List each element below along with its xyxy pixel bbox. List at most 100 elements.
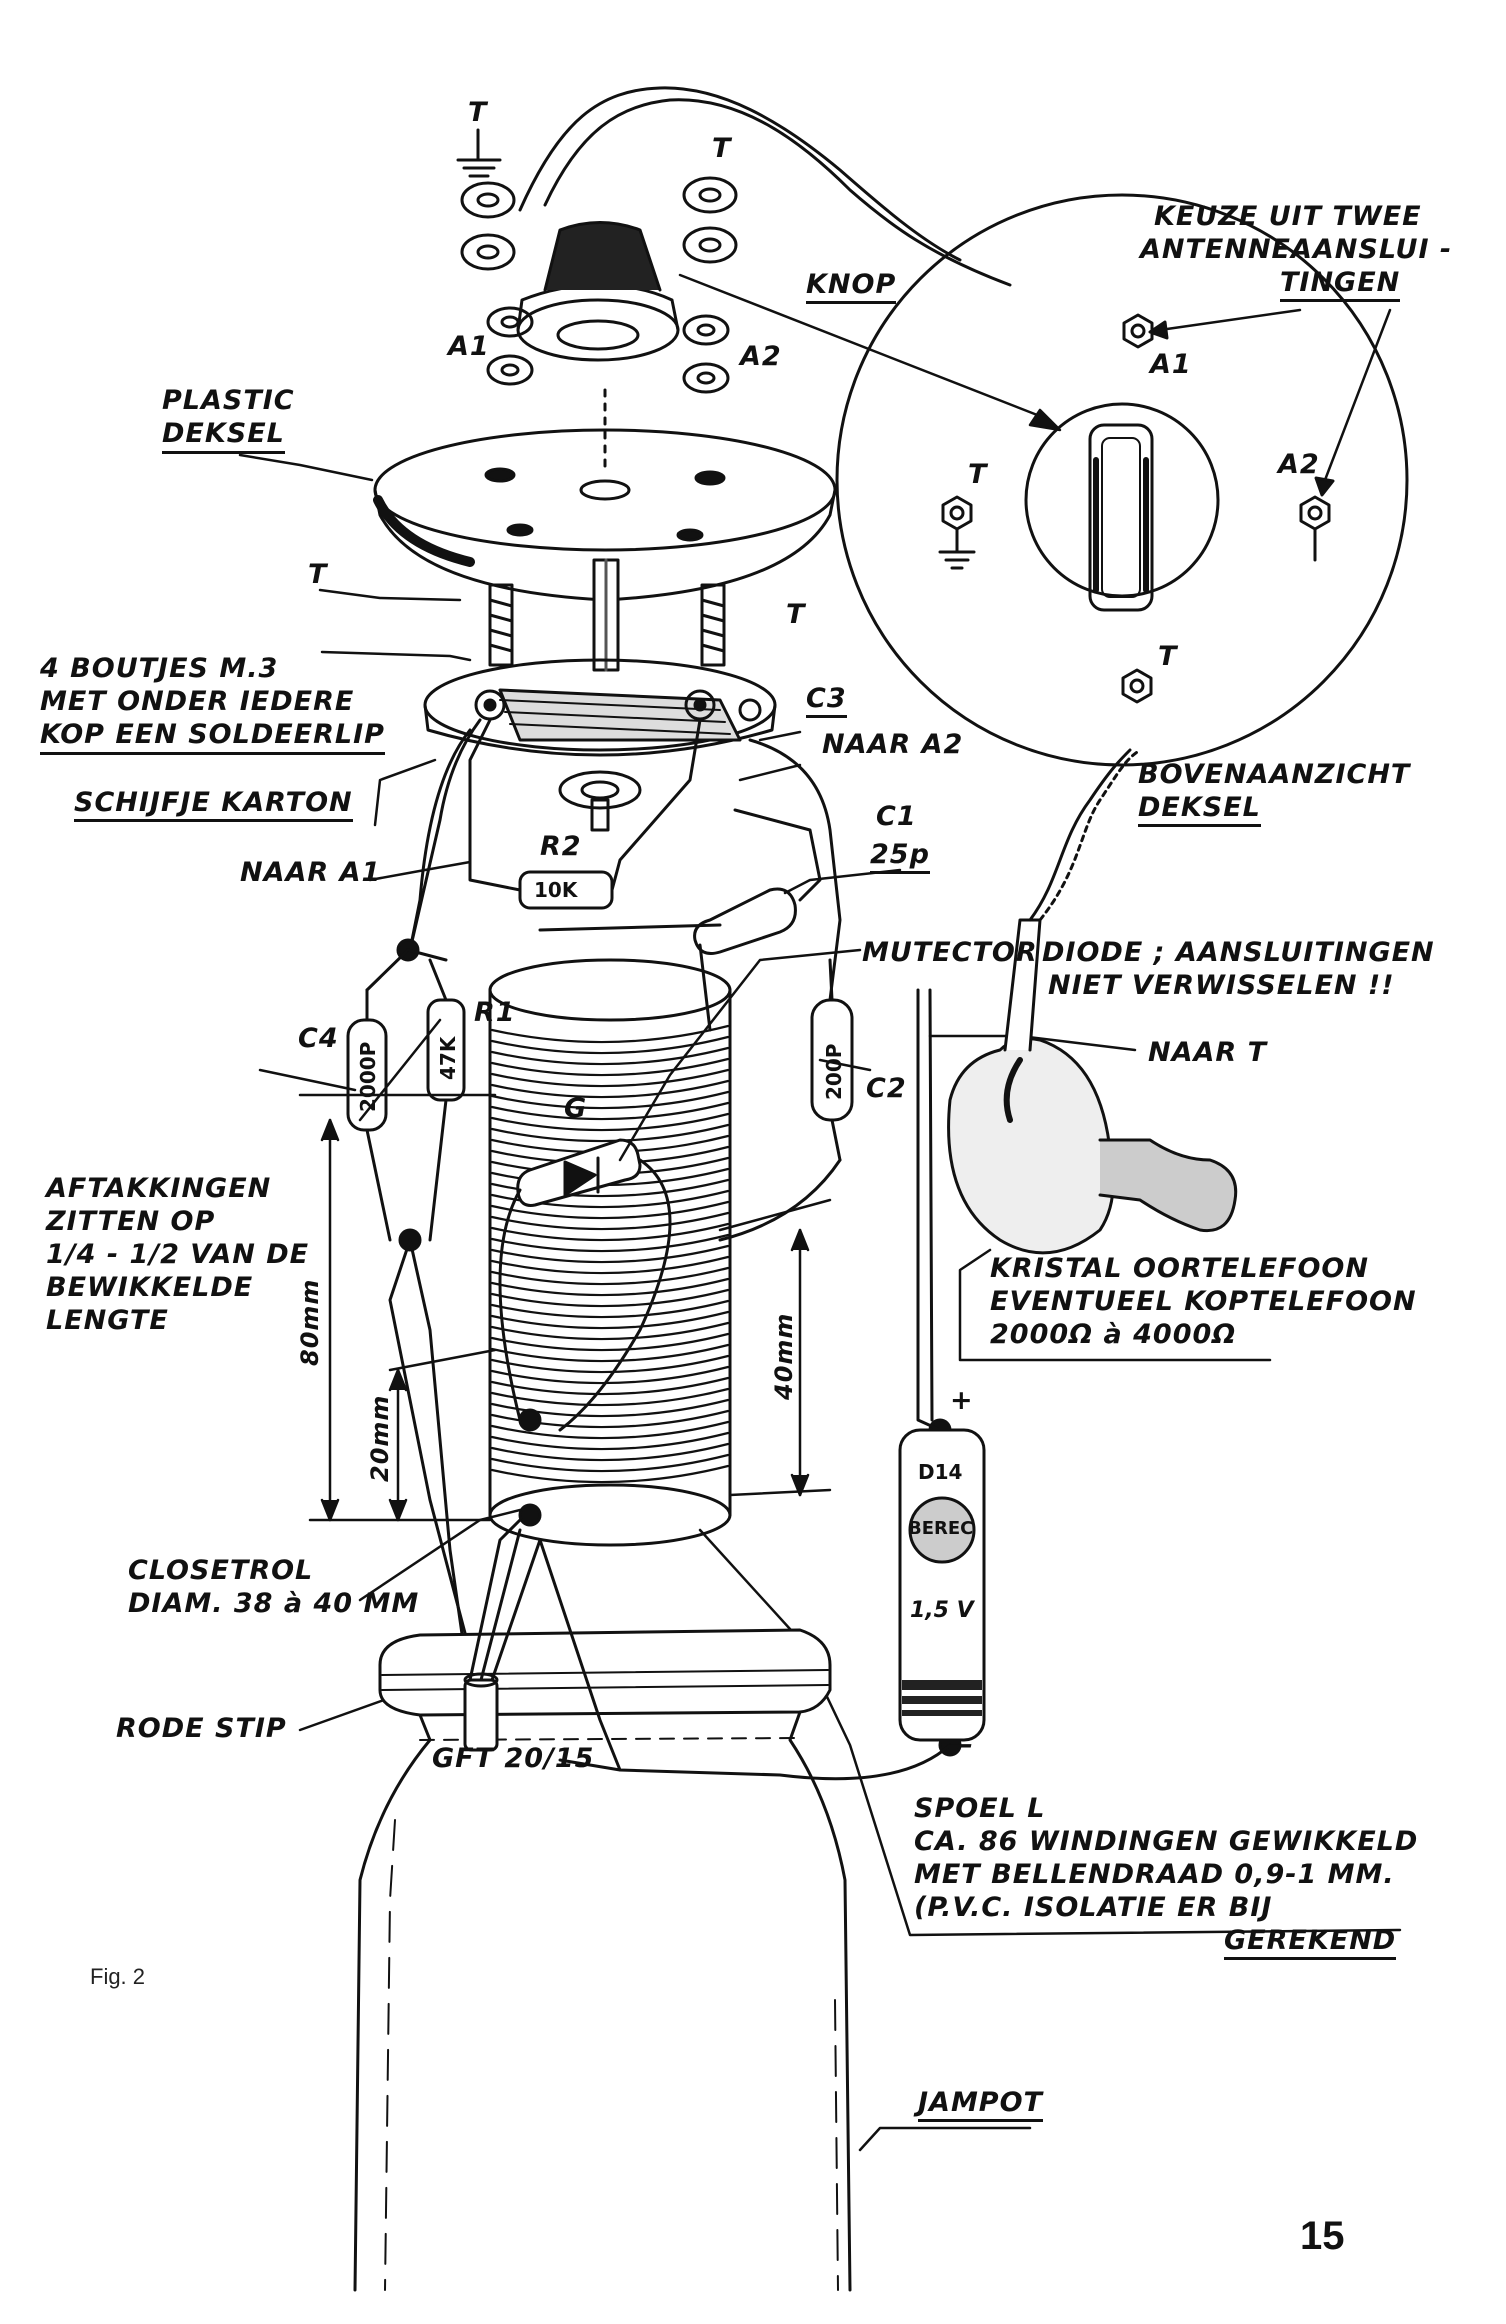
coil-turn: [490, 1211, 730, 1231]
label-knop: KNOP: [806, 268, 897, 304]
label-dim-80mm: 80mm: [296, 1278, 324, 1366]
label-naar-a1: NAAR A1: [240, 857, 382, 888]
dimension-40mm: [718, 1198, 832, 1497]
c4-value: 2000P: [356, 1041, 380, 1112]
crystal-earphone: [947, 748, 1238, 1255]
coil-turn: [490, 1376, 730, 1396]
label-mutector: MUTECTOR: [862, 937, 1038, 968]
label-r2: R2: [540, 831, 582, 862]
ground-symbol-top: [456, 128, 502, 178]
coil-turn: [490, 1101, 730, 1121]
coil-turn: [490, 1442, 730, 1462]
top-view-inset: [835, 193, 1409, 767]
coil-turn: [490, 1299, 730, 1319]
figure-label: Fig. 2: [90, 1964, 146, 1989]
label-plastic-deksel: PLASTIC DEKSEL: [162, 384, 295, 454]
coil-turn: [490, 1464, 730, 1484]
label-rode-stip: RODE STIP: [116, 1713, 287, 1744]
coil-turn: [490, 1387, 730, 1407]
coil-turn: [490, 1398, 730, 1418]
label-c2: C2: [866, 1073, 907, 1104]
coil-turn: [490, 1123, 730, 1143]
inset-nut-a2: [1299, 495, 1331, 562]
label-bovenaanzicht: BOVENAANZICHT DEKSEL: [1138, 758, 1410, 827]
plastic-lid: [373, 428, 837, 602]
coil-turn: [490, 1233, 730, 1253]
nut-t-left: [460, 181, 516, 271]
nut-t-right: [682, 176, 738, 264]
coil-turn: [490, 1090, 730, 1110]
coil-turn: [490, 1343, 730, 1363]
antenna-twisted-wire: [518, 86, 962, 262]
coil-turn: [490, 1112, 730, 1132]
coil-turn: [490, 1453, 730, 1473]
coil-turn: [490, 1200, 730, 1220]
label-naar-a2: NAAR A2: [822, 729, 964, 760]
coil-turn: [490, 1332, 730, 1352]
coil-turn: [490, 1310, 730, 1330]
capacitor-c4: [346, 988, 392, 1242]
coil-turn: [490, 1079, 730, 1099]
battery-minus: —: [946, 1729, 974, 1760]
label-schijfje-karton: SCHIJFJE KARTON: [74, 786, 353, 822]
page-number: 15: [1300, 2214, 1345, 2258]
battery-d14: [898, 1428, 986, 1742]
label-boutjes: 4 BOUTJES M.3 MET ONDER IEDERE KOP EEN S…: [40, 652, 385, 755]
label-a2: A2: [740, 341, 782, 372]
coil-turn: [490, 1321, 730, 1341]
coil-turn: [490, 1255, 730, 1275]
label-c4: C4: [298, 1023, 339, 1054]
label-aftakkingen: AFTAKKINGEN ZITTEN OP 1/4 - 1/2 VAN DE B…: [46, 1173, 310, 1336]
label-keuze: KEUZE UIT TWEE ANTENNEAANSLUI - TINGEN: [1140, 200, 1452, 302]
label-a1: A1: [448, 331, 490, 362]
lid-bolts: [488, 558, 726, 672]
r1-value: 47K: [436, 1036, 460, 1080]
label-t-mid: T: [786, 599, 806, 630]
battery-voltage: 1,5 V: [910, 1598, 974, 1623]
coil-turn: [490, 1244, 730, 1264]
coil-turn: [490, 1222, 730, 1242]
coil-turn: [490, 1035, 730, 1055]
transistor-gft: [463, 1518, 622, 1772]
label-jampot: JAMPOT: [918, 2086, 1043, 2122]
label-kristal: KRISTAL OORTELEFOON EVENTUEEL KOPTELEFOO…: [990, 1253, 1417, 1350]
label-c1-value: 25p: [870, 838, 930, 874]
resistor-r1: [426, 958, 466, 1242]
inset-label-a1: A1: [1150, 349, 1192, 380]
label-diode-g: G: [564, 1093, 588, 1124]
dimension-20mm: [388, 1348, 497, 1522]
label-r1: R1: [474, 997, 516, 1028]
capacitor-c2: [718, 958, 854, 1242]
coil-turn: [490, 1068, 730, 1088]
label-c3: C3: [806, 682, 847, 718]
label-c1: C1: [876, 801, 917, 832]
label-dim-20mm: 20mm: [366, 1394, 394, 1482]
capacitor-c1: [693, 887, 797, 955]
label-t-top-right: T: [712, 133, 732, 164]
coil-turn: [490, 1431, 730, 1451]
coil-former: [488, 958, 732, 1547]
label-diode-note: DIODE ; AANSLUITINGEN NIET VERWISSELEN !…: [1042, 937, 1435, 1001]
battery-type: D14: [918, 1460, 963, 1484]
r2-value: 10K: [534, 878, 578, 902]
coil-turn: [490, 1266, 730, 1286]
c2-value: 200P: [822, 1043, 846, 1100]
coil-turn: [490, 1277, 730, 1297]
inset-nut-t-left: [938, 495, 976, 570]
diode-g: [498, 1138, 672, 1432]
label-naar-t: NAAR T: [1148, 1037, 1267, 1068]
leader-lines: [238, 273, 1402, 2152]
coil-windings: [490, 1024, 730, 1484]
coil-turn: [490, 1365, 730, 1385]
nut-a2: [682, 314, 730, 394]
inset-nut-t-bottom: [1121, 668, 1153, 704]
inset-label-a2: A2: [1278, 449, 1320, 480]
label-dim-40mm: 40mm: [770, 1312, 798, 1400]
knob: [516, 221, 680, 362]
label-t-top-left: T: [468, 97, 488, 128]
nut-a1: [486, 306, 534, 386]
label-closetrol: CLOSETROL DIAM. 38 à 40 MM: [128, 1555, 420, 1619]
inset-label-t-left: T: [968, 459, 988, 490]
label-spoel: SPOEL L CA. 86 WINDINGEN GEWIKKELD MET B…: [914, 1792, 1418, 1960]
